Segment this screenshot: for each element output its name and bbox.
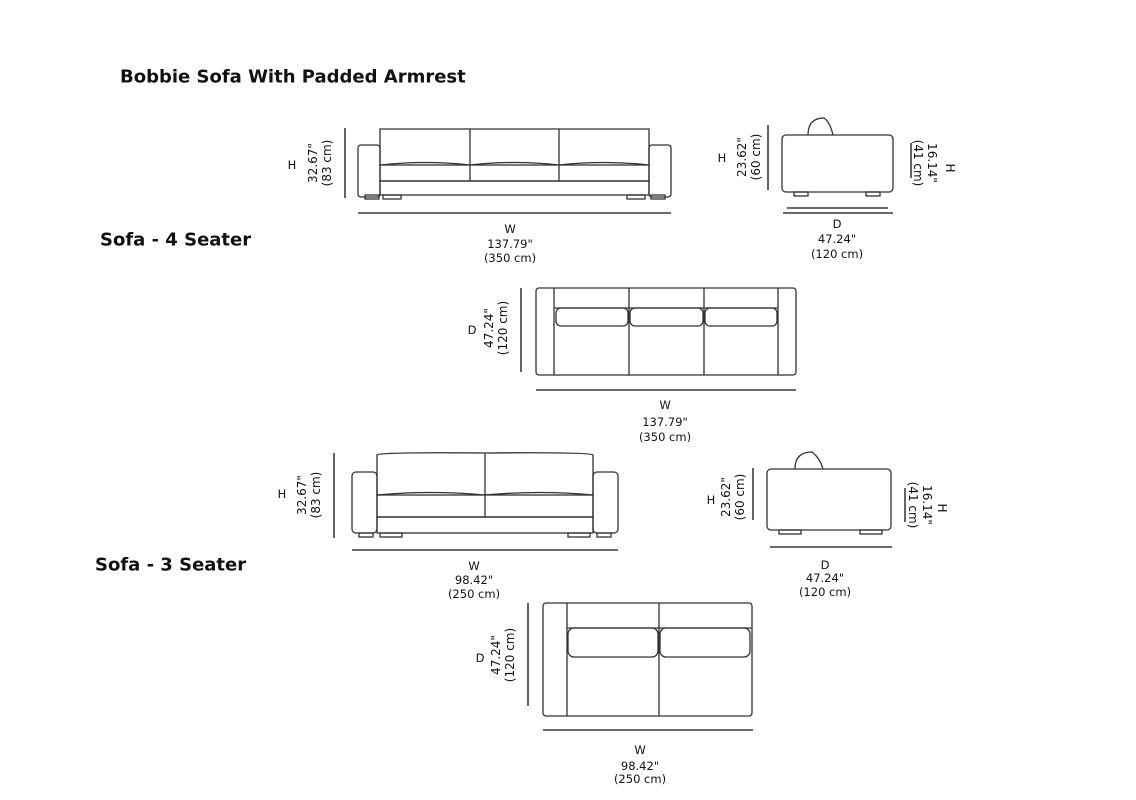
side-height-dimension: 23.62"(60 cm) — [735, 134, 763, 181]
front-width-inches: 137.79" — [487, 237, 533, 251]
section-label-4-seater: Sofa - 4 Seater — [100, 229, 252, 251]
sofa-3-front-view — [333, 452, 619, 551]
dimension-text: (120 cm) — [503, 627, 517, 683]
dimension-text: (83 cm) — [320, 139, 334, 187]
sofa-4-side-view — [767, 117, 912, 214]
side-height-letter: H — [706, 493, 716, 507]
top-depth-letter: D — [467, 323, 477, 337]
side-depth-cm: (120 cm) — [810, 247, 864, 261]
dimension-text: 23.62" — [735, 137, 749, 177]
top-width-cm: (350 cm) — [638, 430, 692, 444]
top-width-cm: (250 cm) — [613, 772, 667, 786]
dimension-text: 23.62" — [719, 477, 733, 517]
top-width-inches: 98.42" — [620, 759, 660, 773]
dimension-text: 16.14" — [920, 485, 934, 525]
page-title: Bobbie Sofa With Padded Armrest — [120, 66, 466, 88]
top-depth-dimension: 47.24"(120 cm) — [489, 628, 517, 682]
dimension-text: (41 cm) — [911, 139, 925, 187]
top-depth-dimension: 47.24"(120 cm) — [482, 301, 510, 355]
seat-height-dimension: 16.14"(41 cm) — [911, 140, 939, 187]
front-height-letter: H — [287, 158, 297, 172]
dimension-text: (120 cm) — [496, 300, 510, 356]
front-width-letter: W — [504, 222, 516, 236]
front-width-letter: W — [468, 559, 480, 573]
sofa-4-top-view — [520, 287, 797, 391]
top-width-letter: W — [634, 743, 646, 757]
front-width-cm: (350 cm) — [483, 251, 537, 265]
seat-height-dimension: 16.14"(41 cm) — [906, 482, 934, 529]
top-width-letter: W — [659, 398, 671, 412]
seat-height-letter: H — [943, 163, 957, 173]
dimension-text: 32.67" — [306, 143, 320, 183]
side-height-dimension: 23.62"(60 cm) — [719, 474, 747, 521]
dimension-text: 47.24" — [489, 635, 503, 675]
dimension-text: (60 cm) — [733, 473, 747, 521]
sofa-3-top-view — [527, 602, 753, 731]
side-depth-letter: D — [832, 217, 842, 231]
sofa-3-side-view — [752, 451, 906, 548]
dimension-text: (83 cm) — [309, 471, 323, 519]
dimension-text: (60 cm) — [749, 133, 763, 181]
front-width-inches: 98.42" — [454, 573, 494, 587]
top-depth-letter: D — [475, 651, 485, 665]
dimension-text: 47.24" — [482, 308, 496, 348]
section-label-3-seater: Sofa - 3 Seater — [95, 554, 247, 576]
side-depth-inches: 47.24" — [817, 232, 857, 246]
side-height-letter: H — [717, 151, 727, 165]
dimension-text: (41 cm) — [906, 481, 920, 529]
side-depth-letter: D — [820, 558, 830, 572]
front-height-dimension: 32.67"(83 cm) — [306, 140, 334, 187]
sofa-4-front-view — [344, 128, 672, 214]
side-depth-inches: 47.24" — [805, 571, 845, 585]
side-depth-cm: (120 cm) — [798, 585, 852, 599]
dimension-text: 16.14" — [925, 143, 939, 183]
front-height-dimension: 32.67"(83 cm) — [295, 472, 323, 519]
top-width-inches: 137.79" — [642, 415, 688, 429]
dimension-text: 32.67" — [295, 475, 309, 515]
front-width-cm: (250 cm) — [447, 587, 501, 601]
seat-height-letter: H — [935, 503, 949, 513]
front-height-letter: H — [277, 487, 287, 501]
